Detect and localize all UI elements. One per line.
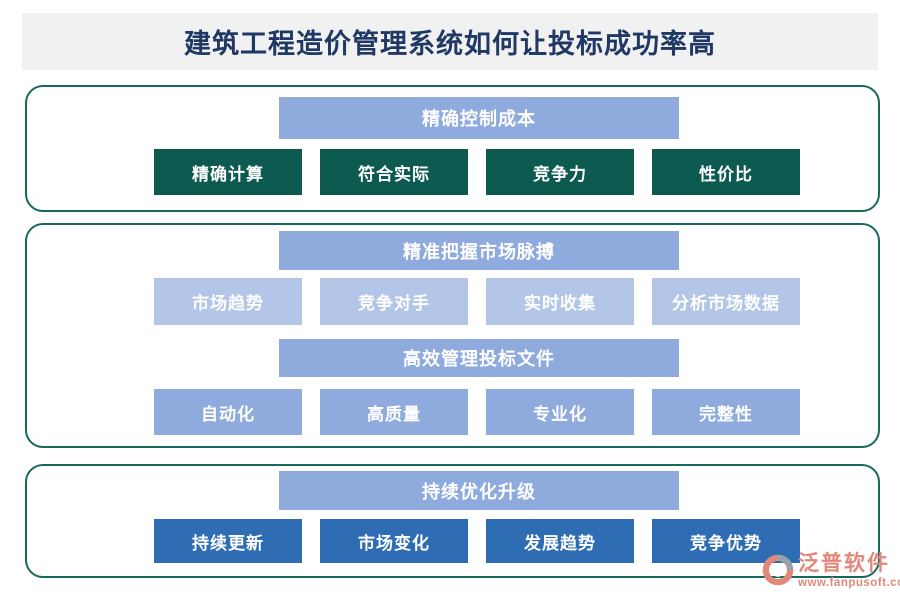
feature-box: 自动化 — [154, 389, 302, 435]
feature-box: 市场变化 — [320, 519, 468, 563]
feature-box: 专业化 — [486, 389, 634, 435]
group-header: 高效管理投标文件 — [279, 339, 679, 377]
title-banner: 建筑工程造价管理系统如何让投标成功率高 — [22, 13, 878, 70]
feature-box: 发展趋势 — [486, 519, 634, 563]
fanpu-logo-icon — [762, 554, 794, 586]
container-market-and-documents: 精准把握市场脉搏 市场趋势 竞争对手 实时收集 分析市场数据 高效管理投标文件 … — [25, 223, 880, 448]
feature-row: 持续更新 市场变化 发展趋势 竞争优势 — [154, 519, 800, 563]
group-header: 精确控制成本 — [279, 97, 679, 139]
feature-box: 完整性 — [652, 389, 800, 435]
feature-box: 高质量 — [320, 389, 468, 435]
feature-box: 精确计算 — [154, 149, 302, 195]
brand-watermark: 泛普软件 www.fanpusoft.com — [760, 550, 900, 590]
feature-box: 持续更新 — [154, 519, 302, 563]
feature-row: 市场趋势 竞争对手 实时收集 分析市场数据 — [154, 278, 800, 325]
brand-text-block: 泛普软件 www.fanpusoft.com — [798, 550, 900, 590]
feature-box: 实时收集 — [486, 278, 634, 325]
feature-box: 竞争对手 — [320, 278, 468, 325]
container-optimization: 持续优化升级 持续更新 市场变化 发展趋势 竞争优势 — [25, 464, 880, 578]
brand-url: www.fanpusoft.com — [798, 577, 900, 589]
feature-box: 市场趋势 — [154, 278, 302, 325]
feature-box: 符合实际 — [320, 149, 468, 195]
page-title: 建筑工程造价管理系统如何让投标成功率高 — [184, 29, 716, 59]
group-header: 持续优化升级 — [279, 471, 679, 510]
feature-box: 竞争优势 — [652, 519, 800, 563]
group-header: 精准把握市场脉搏 — [279, 231, 679, 270]
feature-row: 自动化 高质量 专业化 完整性 — [154, 389, 800, 435]
feature-box: 分析市场数据 — [652, 278, 800, 325]
feature-row: 精确计算 符合实际 竞争力 性价比 — [154, 149, 800, 195]
container-cost-control: 精确控制成本 精确计算 符合实际 竞争力 性价比 — [25, 85, 880, 212]
feature-box: 性价比 — [652, 149, 800, 195]
brand-name: 泛普软件 — [798, 551, 890, 575]
feature-box: 竞争力 — [486, 149, 634, 195]
